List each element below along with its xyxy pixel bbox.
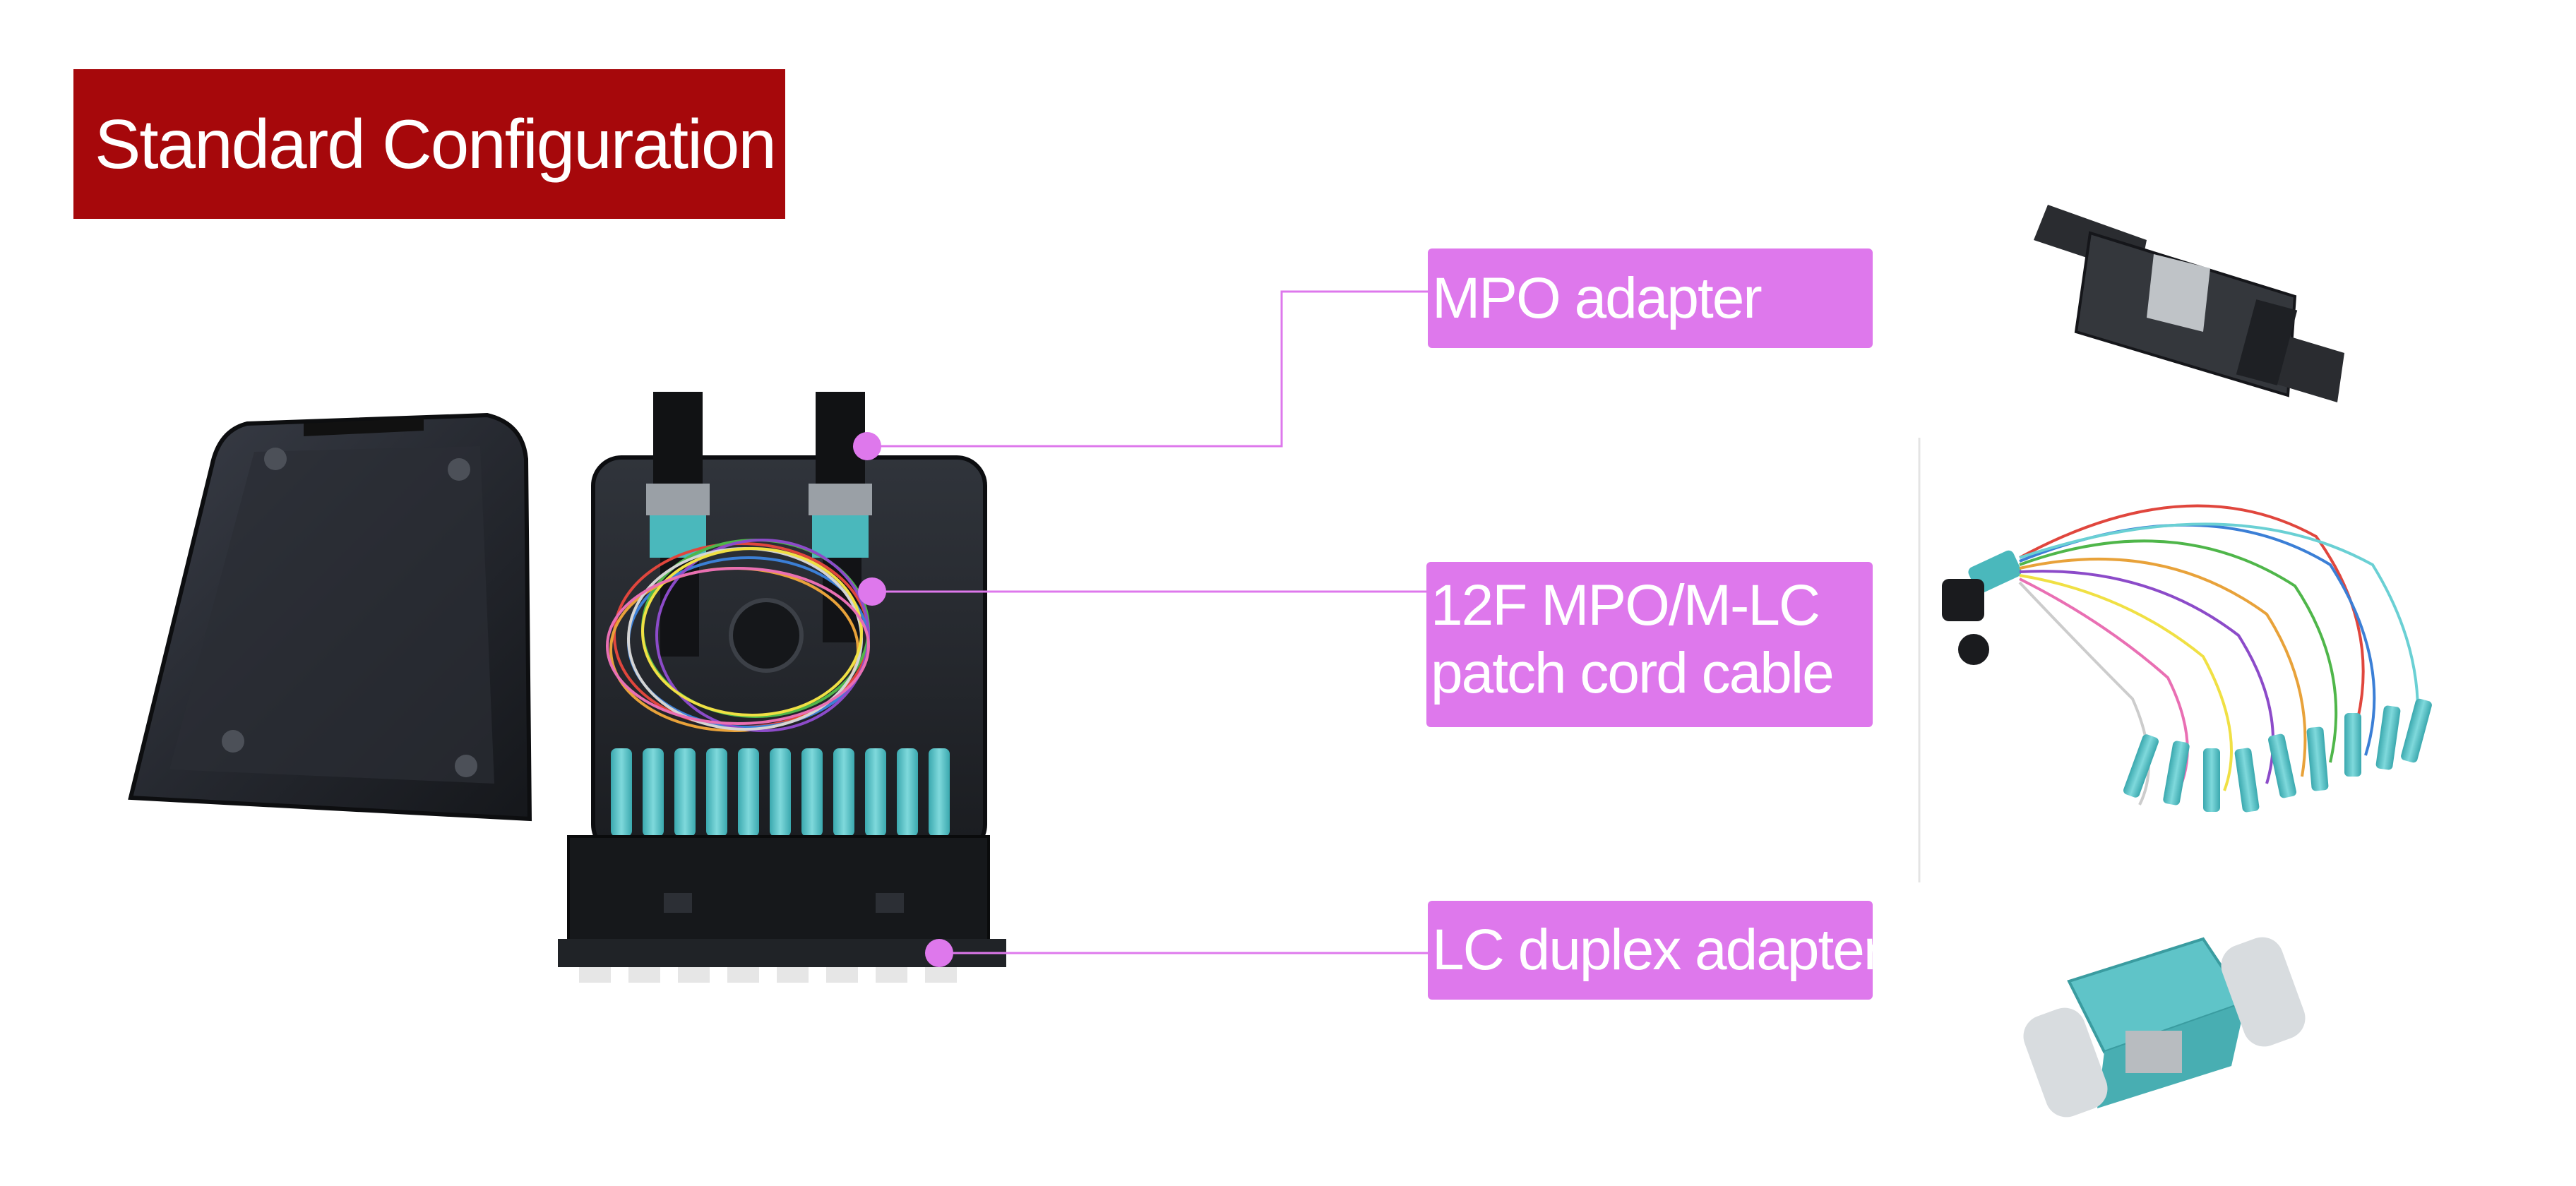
mpo-adapter-label: MPO adapter — [1428, 248, 1873, 348]
mpo-adapter-image — [2034, 205, 2344, 402]
cassette-body — [558, 392, 1006, 983]
mpo-adapter-text: MPO adapter — [1432, 265, 1763, 330]
patch-cord-label: 12F MPO/M-LC patch cord cable — [1426, 562, 1873, 727]
lc-duplex-adapter-label: LC duplex adapter — [1428, 901, 1873, 1000]
callout-lines — [867, 290, 1428, 954]
patch-cord-text-line2: patch cord cable — [1431, 641, 1835, 705]
callout-dots — [853, 432, 953, 967]
page-title: Standard Configuration — [95, 104, 777, 183]
cassette-lid — [128, 412, 532, 822]
patch-cord-image — [1942, 504, 2432, 813]
title-banner: Standard Configuration — [73, 69, 785, 219]
lc-duplex-adapter-text: LC duplex adapter — [1432, 918, 1873, 982]
lc-duplex-adapter-image — [2023, 937, 2306, 1118]
patch-cord-text-line1: 12F MPO/M-LC — [1431, 573, 1820, 637]
